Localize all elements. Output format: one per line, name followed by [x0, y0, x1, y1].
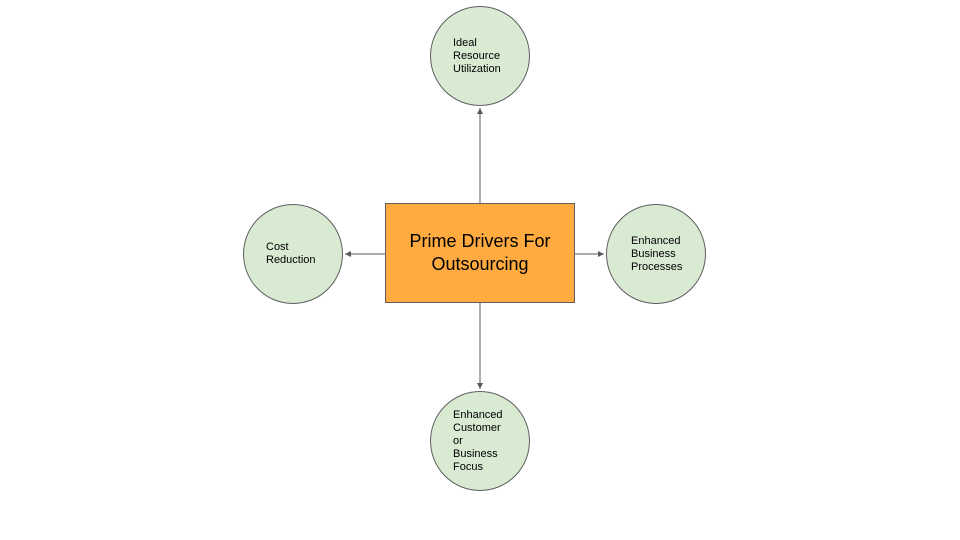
- driver-node-label: Enhanced Business Processes: [631, 235, 683, 273]
- center-topic-label: Prime Drivers For Outsourcing: [409, 231, 551, 274]
- driver-node-cost-reduction: Cost Reduction: [243, 204, 343, 304]
- driver-node-enhanced-business-processes: Enhanced Business Processes: [606, 204, 706, 304]
- driver-node-label: Ideal Resource Utilization: [453, 37, 501, 75]
- driver-node-enhanced-customer-focus: Enhanced Customer or Business Focus: [430, 391, 530, 491]
- center-topic-box: Prime Drivers For Outsourcing: [385, 203, 575, 303]
- driver-node-label: Enhanced Customer or Business Focus: [453, 409, 503, 473]
- driver-node-ideal-resource-utilization: Ideal Resource Utilization: [430, 6, 530, 106]
- driver-node-label: Cost Reduction: [266, 241, 316, 266]
